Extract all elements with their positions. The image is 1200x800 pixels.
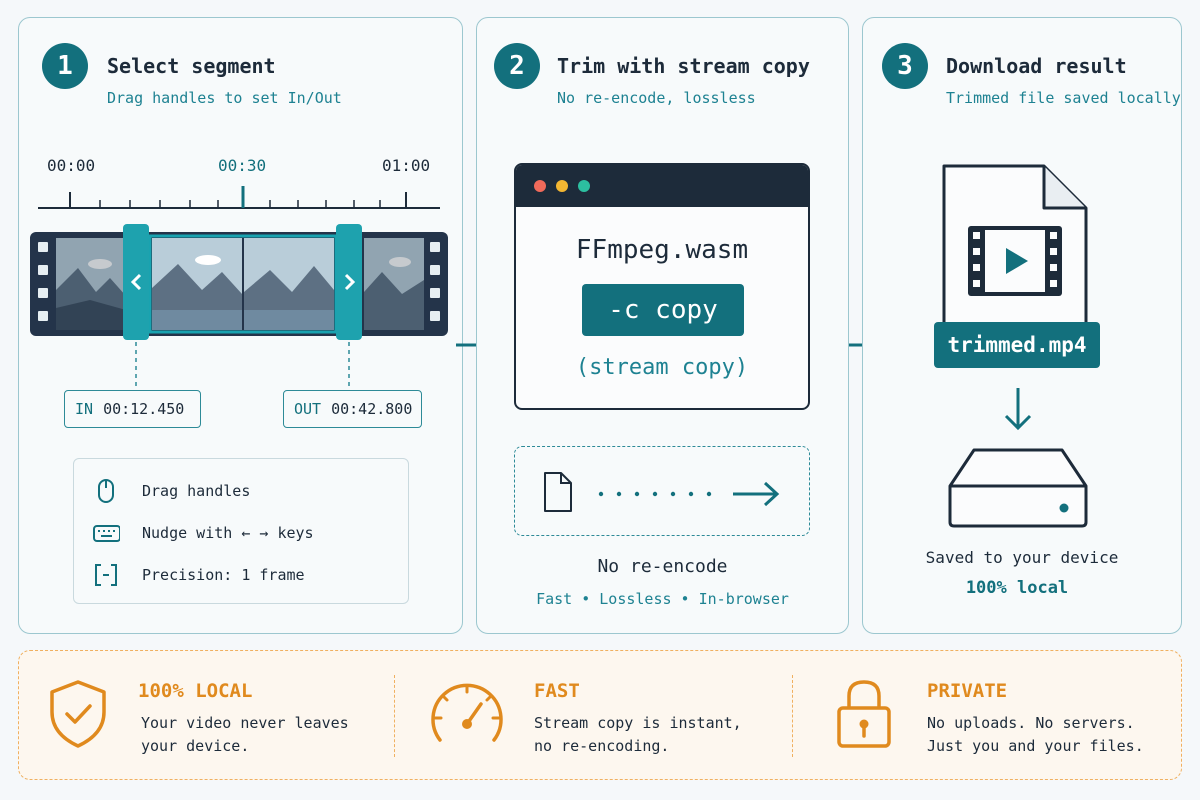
- step-2-number: 2: [494, 43, 540, 89]
- hint-precision-text: Precision: 1 frame: [142, 566, 305, 584]
- out-label: OUT: [294, 400, 322, 418]
- step-2-subtitle: No re-encode, lossless: [557, 89, 756, 107]
- stream-copy-note: (stream copy): [575, 355, 749, 380]
- in-label: IN: [75, 400, 94, 418]
- hint-nudge-text: Nudge with ← → keys: [142, 524, 314, 542]
- keyboard-icon: [93, 525, 120, 542]
- padlock-icon: [837, 680, 891, 748]
- timeline-tick-mid: 00:30: [218, 156, 267, 175]
- timeline-tick-start: 00:00: [47, 156, 96, 175]
- step-3-title: Download result: [946, 54, 1127, 78]
- timeline-filmstrip: [30, 186, 448, 390]
- brackets-icon: [95, 564, 117, 586]
- feature-fast-line1: Stream copy is instant,: [534, 714, 742, 732]
- feature-private-line2: Just you and your files.: [927, 737, 1144, 755]
- feature-fast-line2: no re-encoding.: [534, 737, 670, 755]
- step-1-subtitle: Drag handles to set In/Out: [107, 89, 342, 107]
- step-1-number: 1: [42, 43, 88, 89]
- saved-caption: Saved to your device: [925, 548, 1119, 567]
- out-point-timecode[interactable]: OUT 00:42.800: [283, 390, 422, 428]
- in-time: 00:12.450: [103, 400, 185, 418]
- in-point-timecode[interactable]: IN 00:12.450: [64, 390, 201, 428]
- video-file-icon: [942, 164, 1088, 330]
- drive-icon: [948, 448, 1088, 528]
- no-reencode-title: No re-encode: [597, 556, 728, 577]
- trimmed-filename-label[interactable]: trimmed.mp4: [934, 322, 1100, 368]
- local-highlight: 100% local: [965, 578, 1069, 598]
- feature-local-line2: your device.: [141, 737, 250, 755]
- timeline-tick-end: 01:00: [382, 156, 431, 175]
- stream-flow-box: [514, 446, 810, 536]
- feature-divider: [394, 675, 395, 757]
- hint-drag-text: Drag handles: [142, 482, 251, 500]
- hints-box: Drag handles Nudge with ← → keys Precisi…: [73, 458, 409, 604]
- out-time: 00:42.800: [331, 400, 413, 418]
- hint-drag: Drag handles: [92, 477, 250, 505]
- copy-command-chip: -c copy: [582, 284, 744, 336]
- ffmpeg-browser-window: FFmpeg.wasm -c copy (stream copy): [514, 163, 810, 410]
- feature-divider: [792, 675, 793, 757]
- hint-precision: Precision: 1 frame: [92, 561, 305, 589]
- step-1-title: Select segment: [107, 54, 276, 78]
- hint-nudge: Nudge with ← → keys: [92, 519, 314, 547]
- step-3-number: 3: [882, 43, 928, 89]
- speedometer-icon: [431, 683, 503, 742]
- mouse-icon: [98, 479, 114, 503]
- feature-local-title: 100% LOCAL: [138, 680, 253, 702]
- shield-check-icon: [50, 680, 106, 748]
- window-maximize-dot: [578, 180, 590, 192]
- file-stream-graphic: [544, 472, 780, 512]
- window-close-dot: [534, 180, 546, 192]
- feature-private-line1: No uploads. No servers.: [927, 714, 1135, 732]
- feature-local-line1: Your video never leaves: [141, 714, 349, 732]
- step-3-subtitle: Trimmed file saved locally: [946, 89, 1181, 107]
- browser-titlebar: [516, 165, 808, 207]
- features-bar: [18, 650, 1182, 780]
- feature-fast-title: FAST: [534, 680, 580, 702]
- arrow-down-icon: [1004, 388, 1032, 431]
- flow-tags: Fast • Lossless • In-browser: [536, 590, 789, 608]
- ffmpeg-wasm-label: FFmpeg.wasm: [575, 235, 749, 265]
- window-minimize-dot: [556, 180, 568, 192]
- feature-private-title: PRIVATE: [927, 680, 1008, 702]
- file-icon: [544, 472, 572, 512]
- step-2-title: Trim with stream copy: [557, 54, 810, 78]
